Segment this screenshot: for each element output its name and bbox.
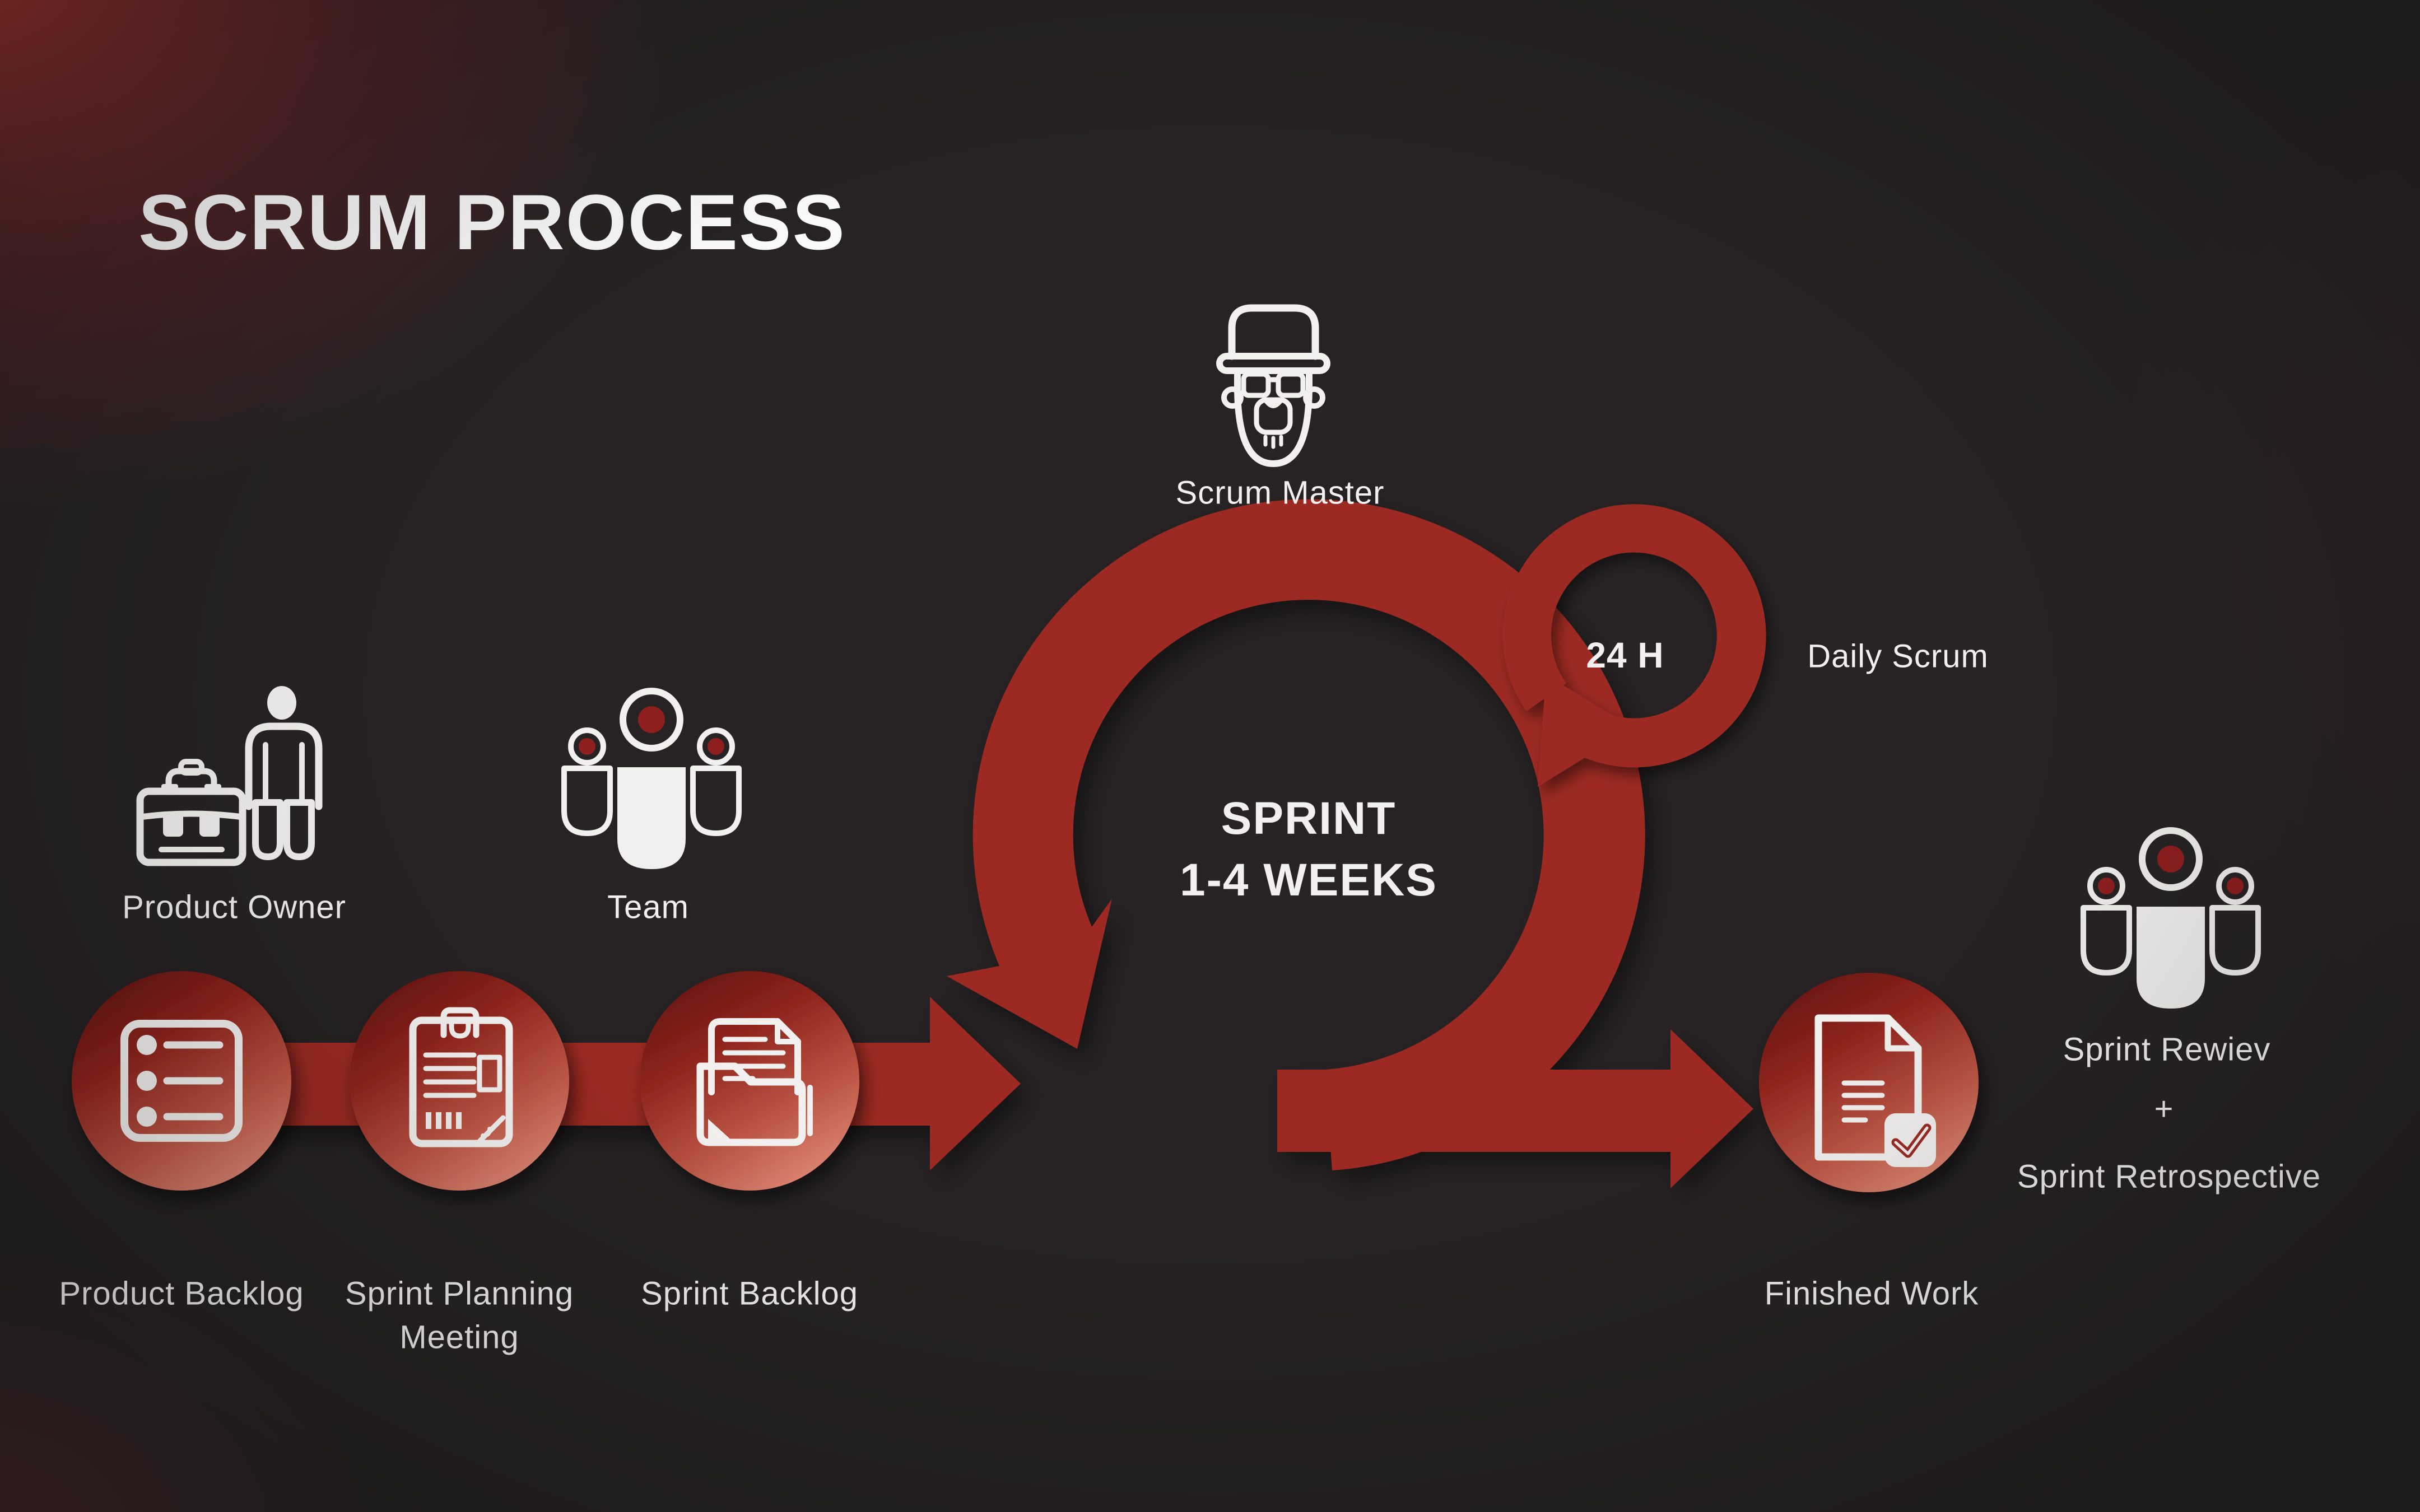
person-right-leg	[283, 799, 315, 860]
face-outline	[1234, 367, 1313, 467]
team-center-dot	[638, 706, 665, 733]
finished-work-arrow	[1277, 1029, 1753, 1188]
team-left-body	[561, 766, 613, 836]
sprint-text-line2: 1-4 WEEKS	[1180, 855, 1437, 906]
plus-sign: +	[2154, 1090, 2174, 1127]
product-owner-icon	[136, 686, 323, 866]
team-center-head	[620, 688, 683, 752]
glasses-left-lens	[1241, 371, 1271, 398]
team-right-body	[690, 766, 742, 836]
sprint-backlog-label: Sprint Backlog	[641, 1275, 858, 1312]
daily-scrum-label: Daily Scrum	[1807, 638, 1989, 675]
daily-loop-ring	[1502, 504, 1766, 768]
sprint-review-label: Sprint Rewiev	[2063, 1031, 2271, 1068]
team-icon	[561, 688, 742, 869]
goatee	[1254, 397, 1293, 435]
team-right-dot	[708, 738, 724, 755]
hat-brim	[1216, 353, 1330, 374]
page-title: SCRUM PROCESS	[138, 178, 846, 266]
backlog-flow-arrow	[168, 997, 1021, 1170]
team-left-dot	[579, 738, 595, 755]
team-right-head	[697, 727, 735, 766]
left-ear	[1221, 386, 1244, 409]
scrum-master-label: Scrum Master	[1175, 474, 1385, 511]
glasses-right-lens	[1276, 371, 1306, 398]
sprint-loop-ring	[972, 499, 1645, 1171]
product-owner-label: Product Owner	[122, 889, 346, 926]
sprint-loop-arrowhead	[947, 899, 1112, 1049]
person-left-leg	[252, 799, 283, 860]
daily-loop-arrowhead	[1538, 675, 1633, 787]
sprint-retrospective-label: Sprint Retrospective	[2017, 1158, 2321, 1195]
sprint-planning-label-line2: Meeting	[399, 1319, 519, 1356]
clipboard-icon	[409, 1007, 513, 1147]
team-label: Team	[607, 889, 689, 926]
briefcase-body	[136, 787, 246, 866]
daily-scrum-loop	[1502, 504, 1766, 787]
folder-documents-icon	[696, 1018, 813, 1146]
mouth	[1263, 401, 1283, 408]
document-check-icon	[1814, 1014, 1936, 1167]
briefcase-clasp	[199, 813, 220, 837]
person-head	[267, 686, 296, 720]
team-left-head	[568, 727, 606, 766]
list-icon	[120, 1020, 243, 1142]
sprint-planning-label-line1: Sprint Planning	[345, 1275, 574, 1312]
daily-duration-label: 24 H	[1586, 635, 1664, 675]
product-backlog-label: Product Backlog	[59, 1275, 304, 1312]
right-ear	[1303, 386, 1325, 409]
sprint-review-team-icon	[2083, 830, 2258, 1009]
scrum-master-icon	[1216, 304, 1330, 467]
team-center-body	[617, 767, 686, 869]
person-torso	[245, 722, 323, 810]
process-arrows	[168, 499, 1753, 1188]
finished-work-label: Finished Work	[1764, 1275, 1979, 1312]
sprint-text-line1: SPRINT	[1221, 793, 1397, 844]
briefcase-clasp	[163, 813, 183, 837]
